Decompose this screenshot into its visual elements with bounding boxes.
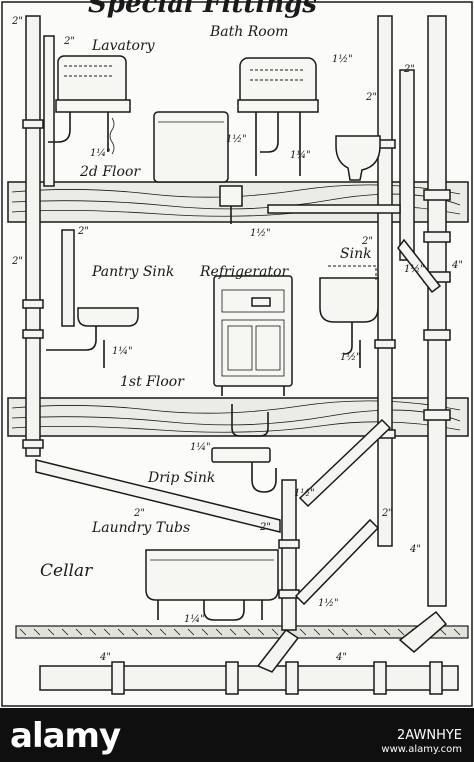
- label-pantry-sink: Pantry Sink: [91, 264, 174, 280]
- laundry-tubs-fixture: [145, 549, 279, 621]
- second-floor-trap: [219, 185, 243, 224]
- dim-label: 1½": [404, 264, 425, 275]
- label-sink: Sink: [340, 246, 372, 262]
- dim-label: 1½": [250, 228, 271, 239]
- dim-label: 2": [259, 522, 271, 533]
- cellar-floor-slab: [15, 625, 469, 639]
- label-drip-sink: Drip Sink: [147, 470, 215, 486]
- dim-label: 2": [365, 92, 377, 103]
- dim-label: 1½": [294, 488, 315, 499]
- diagram-title: Special Fittings: [88, 0, 317, 19]
- dim-label: 1½": [318, 598, 339, 609]
- center-drain-stack: [278, 479, 300, 631]
- house-drain-main: [39, 610, 459, 695]
- label-second-floor: 2d Floor: [79, 164, 141, 180]
- dimension-labels: 2" 2" 1½" 2" 2" 1¼" 1½" 1¼" 1½" 2" 2" 2"…: [11, 16, 463, 663]
- refrigerator-fixture: [213, 275, 293, 396]
- dim-label: 2": [381, 508, 393, 519]
- pantry-sink-fixture: [46, 307, 139, 368]
- label-lavatory: Lavatory: [91, 38, 156, 54]
- dim-label: 1½": [340, 352, 361, 363]
- watermark-url: www.alamy.com: [381, 744, 462, 755]
- right-soil-stack: [423, 15, 451, 607]
- dim-label: 1¼": [90, 148, 111, 159]
- label-bath-room: Bath Room: [209, 24, 288, 40]
- water-closet: [335, 135, 381, 181]
- dim-label: 4": [451, 260, 463, 271]
- label-laundry-tubs: Laundry Tubs: [91, 520, 190, 536]
- dim-label: 4": [99, 652, 111, 663]
- drip-sink-diagonal: [35, 204, 442, 606]
- dim-label: 2": [361, 236, 373, 247]
- right-vent-stack: [374, 15, 415, 547]
- dim-label: 1¼": [190, 442, 211, 453]
- drip-sink-fixture: [211, 404, 277, 493]
- label-first-floor: 1st Floor: [120, 374, 185, 390]
- dim-label: 4": [335, 652, 347, 663]
- dim-label: 2": [403, 64, 415, 75]
- watermark-image-id: 2AWNHYE: [397, 728, 462, 743]
- dim-label: 1¼": [184, 614, 205, 625]
- dim-label: 1½": [332, 54, 353, 65]
- bath-tank: [153, 111, 229, 183]
- label-cellar: Cellar: [40, 561, 93, 581]
- lavatory-fixture: [48, 55, 131, 155]
- kitchen-sink-fixture: [319, 265, 379, 368]
- dim-label: 2": [63, 36, 75, 47]
- dim-label: 2": [77, 226, 89, 237]
- dim-label: 2": [133, 508, 145, 519]
- label-refrigerator: Refrigerator: [199, 264, 290, 280]
- left-vent-stack: [22, 15, 44, 457]
- first-floor-timber: [7, 397, 469, 437]
- dim-label: 4": [409, 544, 421, 555]
- watermark-bar: alamy 2AWNHYE www.alamy.com: [0, 708, 474, 762]
- diagram-border: [1, 1, 473, 707]
- dim-label: 1½": [226, 134, 247, 145]
- dim-label: 2": [11, 16, 23, 27]
- plumbing-diagram: Special Fittings: [0, 0, 474, 708]
- dim-label: 1¼": [290, 150, 311, 161]
- dim-label: 2": [11, 256, 23, 267]
- lavatory-waste-pipe: [43, 35, 75, 327]
- bath-lavatory: [237, 57, 319, 176]
- watermark-logo: alamy: [10, 716, 121, 756]
- dim-label: 1¼": [112, 346, 133, 357]
